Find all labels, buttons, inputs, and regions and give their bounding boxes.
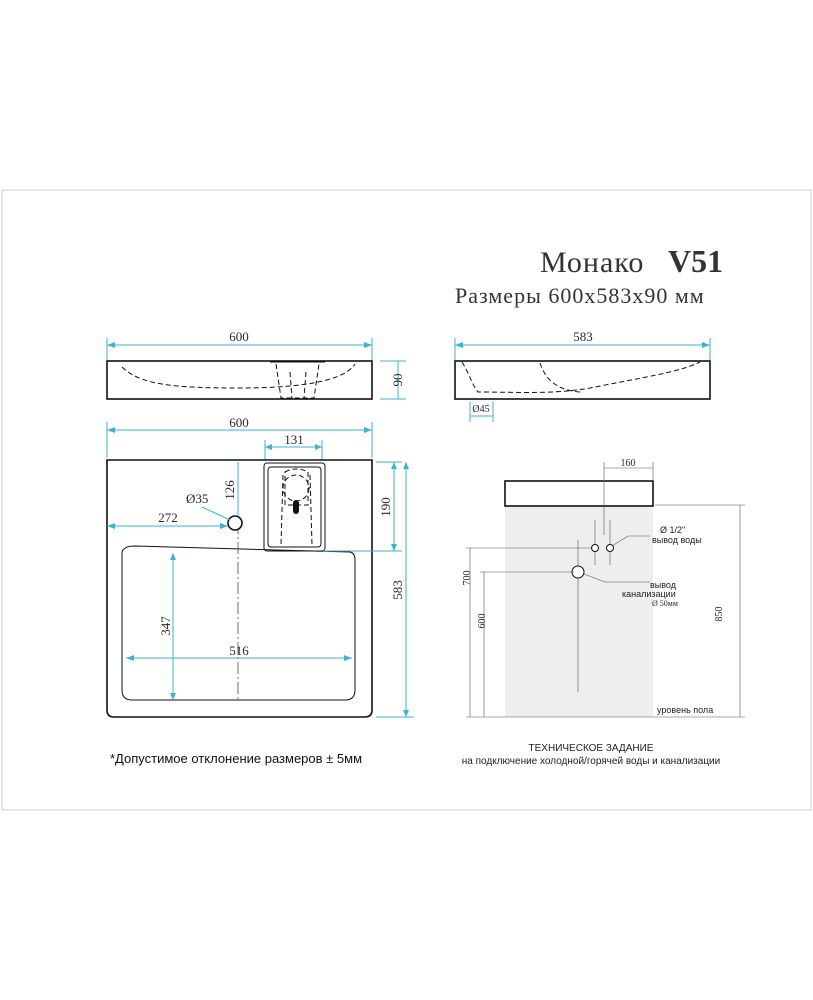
hole-diameter-label: Ø35 xyxy=(186,491,208,506)
front-height-label: 90 xyxy=(390,374,405,387)
top-view: 600 131 126 Ø35 272 190 583 3 xyxy=(106,415,414,718)
sewer-size: Ø 50мм xyxy=(652,599,678,608)
product-name: Монако xyxy=(540,246,644,279)
side-view-outline xyxy=(454,360,711,400)
faucet-width-label: 131 xyxy=(284,432,304,447)
water-outlet-size: Ø 1/2" xyxy=(660,525,685,535)
bowl-outline xyxy=(121,545,356,701)
height-top-label: 850 xyxy=(714,607,725,622)
side-drain-label: Ø45 xyxy=(472,404,489,415)
installation-spec: 160 Ø 1/2" вывод воды вывод канализации … xyxy=(462,458,745,767)
product-dimensions: Размеры 600х583х90 мм xyxy=(455,283,705,308)
tolerance-note: *Допустимое отклонение размеров ± 5мм xyxy=(110,751,362,766)
spec-sink xyxy=(504,480,654,507)
top-view-outline xyxy=(106,459,373,718)
side-view: 583 Ø45 xyxy=(454,329,711,422)
sewer-label-2: канализации xyxy=(622,589,676,599)
wall-area xyxy=(505,505,653,717)
sewer-label-1: вывод xyxy=(650,580,677,590)
water-outlet-label: вывод воды xyxy=(652,535,702,545)
water-outlet-hot xyxy=(606,544,614,552)
product-code: V51 xyxy=(668,243,723,279)
overflow-slot xyxy=(293,500,299,514)
hole-offset-x-label: 272 xyxy=(158,510,178,525)
spec-offset-label: 160 xyxy=(621,458,636,469)
hole-offset-y-label: 126 xyxy=(222,480,237,500)
faucet-hole xyxy=(227,515,243,531)
spec-caption-2: на подключение холодной/горячей воды и к… xyxy=(462,756,720,767)
faucet-depth-label: 190 xyxy=(378,497,393,517)
front-width-label: 600 xyxy=(229,329,249,344)
floor-label: уровень пола xyxy=(657,705,713,715)
top-depth-label: 583 xyxy=(390,580,405,600)
front-view: 600 90 xyxy=(106,329,406,400)
top-width-label: 600 xyxy=(229,415,249,430)
bowl-depth-label: 347 xyxy=(158,616,173,636)
faucet-platform xyxy=(263,462,326,552)
front-view-outline xyxy=(106,360,373,400)
height-sewer-label: 600 xyxy=(477,614,488,629)
spec-caption-1: ТЕХНИЧЕСКОЕ ЗАДАНИЕ xyxy=(529,743,654,754)
height-water-label: 700 xyxy=(462,571,473,586)
bowl-width-label: 516 xyxy=(229,643,249,658)
page-frame xyxy=(1,189,812,811)
side-depth-label: 583 xyxy=(573,329,593,344)
